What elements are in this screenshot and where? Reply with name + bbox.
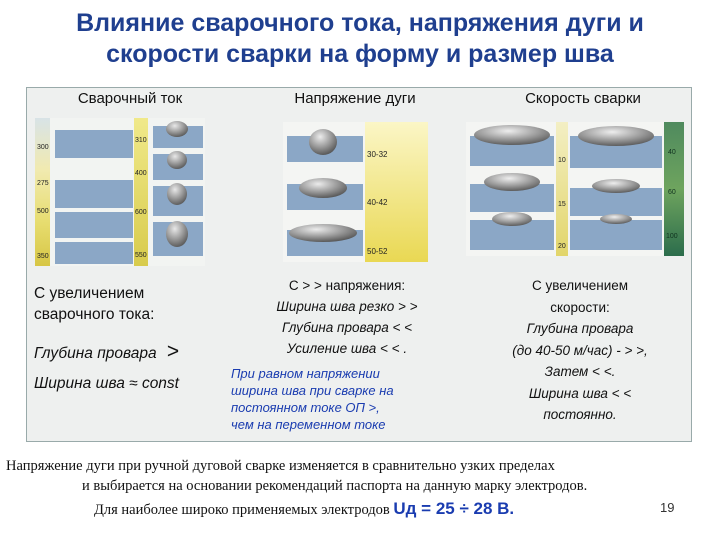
speed-text-line: Затем < <.: [544, 364, 616, 379]
current-label-left: 300: [37, 144, 49, 151]
voltage-formula: Uд = 25 ÷ 28 В.: [393, 499, 515, 518]
voltage-description: С > > напряжения: Ширина шва резко > > Г…: [232, 275, 462, 359]
speed-text-line: постоянно.: [543, 407, 617, 422]
speed-text-line: Глубина провара: [526, 321, 634, 336]
current-label-right: 600: [135, 209, 147, 216]
current-label-right: 550: [135, 252, 147, 259]
current-weld-image: 300 275 500 350 310 400 600 550: [35, 118, 205, 266]
current-text-line: Глубина провара >: [34, 337, 234, 369]
speed-label-right: 40: [668, 149, 676, 156]
title-line-1: Влияние сварочного тока, напряжения дуги…: [76, 9, 644, 37]
voltage-weld-diagram: 30-32 40-42 50-52: [283, 122, 428, 262]
voltage-label: 30-32: [367, 150, 388, 159]
current-text-line: сварочного тока:: [34, 306, 155, 323]
current-weld-diagram: 300 275 500 350 310 400 600 550: [35, 118, 205, 266]
footer-line-3-text: Для наиболее широко применяемых электрод…: [94, 502, 390, 518]
speed-text-line: скорости:: [550, 299, 610, 315]
column-header-current: Сварочный ток: [77, 90, 183, 107]
current-label-right: 310: [135, 137, 147, 144]
speed-label-left: 20: [558, 243, 566, 250]
speed-weld-diagram: 10 15 20 40 60 100: [466, 122, 684, 256]
voltage-note-line: постоянном токе ОП >,: [231, 400, 380, 415]
speed-label-right: 60: [668, 189, 676, 196]
voltage-text-line: С > > напряжения:: [288, 278, 406, 293]
voltage-note-line: ширина шва при сварке на: [231, 383, 394, 398]
voltage-weld-image: 30-32 40-42 50-52: [283, 122, 428, 262]
voltage-label: 50-52: [367, 247, 388, 256]
footer-line-2: и выбирается на основании рекомендаций п…: [82, 478, 588, 494]
current-description-italic: Глубина провара > Ширина шва ≈ const: [34, 337, 234, 399]
voltage-note-line: чем на переменном токе: [231, 417, 386, 432]
footer-line-3: Для наиболее широко применяемых электрод…: [94, 499, 720, 519]
greater-symbol: >: [166, 340, 180, 363]
speed-weld-image: 10 15 20 40 60 100: [466, 122, 684, 256]
speed-label-right: 100: [666, 233, 678, 240]
speed-text-line: С увеличением: [531, 278, 629, 293]
voltage-label: 40-42: [367, 198, 388, 207]
speed-label-left: 15: [558, 201, 566, 208]
voltage-text-line: Ширина шва резко > >: [276, 299, 418, 314]
page-number: 19: [660, 500, 675, 515]
current-label-left: 500: [37, 208, 49, 215]
current-description: С увеличением сварочного тока:: [34, 283, 234, 325]
voltage-note-line: При равном напряжении: [231, 366, 380, 381]
current-label-left: 350: [37, 253, 49, 260]
current-text-depth: Глубина провара: [34, 345, 157, 362]
current-label-right: 400: [135, 170, 147, 177]
current-text-line: Ширина шва ≈ const: [34, 375, 179, 392]
current-text-line: С увеличением: [34, 285, 145, 302]
speed-label-left: 10: [558, 157, 566, 164]
footer-line-1: Напряжение дуги при ручной дуговой сварк…: [6, 458, 555, 474]
column-header-voltage: Напряжение дуги: [294, 90, 416, 107]
voltage-note: При равном напряжении ширина шва при сва…: [231, 365, 461, 433]
speed-text-line: Ширина шва < <: [528, 385, 632, 401]
slide-title: Влияние сварочного тока, напряжения дуги…: [0, 8, 720, 70]
speed-description: С увеличением скорости: Глубина провара …: [470, 275, 690, 426]
speed-text-line: (до 40-50 м/час) - > >,: [512, 342, 648, 358]
voltage-text-line: Глубина провара < <: [281, 320, 413, 335]
current-label-left: 275: [37, 180, 49, 187]
voltage-text-line: Усиление шва < < .: [286, 341, 408, 356]
column-header-speed: Скорость сварки: [525, 90, 641, 107]
title-line-2: скорости сварки на форму и размер шва: [106, 40, 614, 68]
